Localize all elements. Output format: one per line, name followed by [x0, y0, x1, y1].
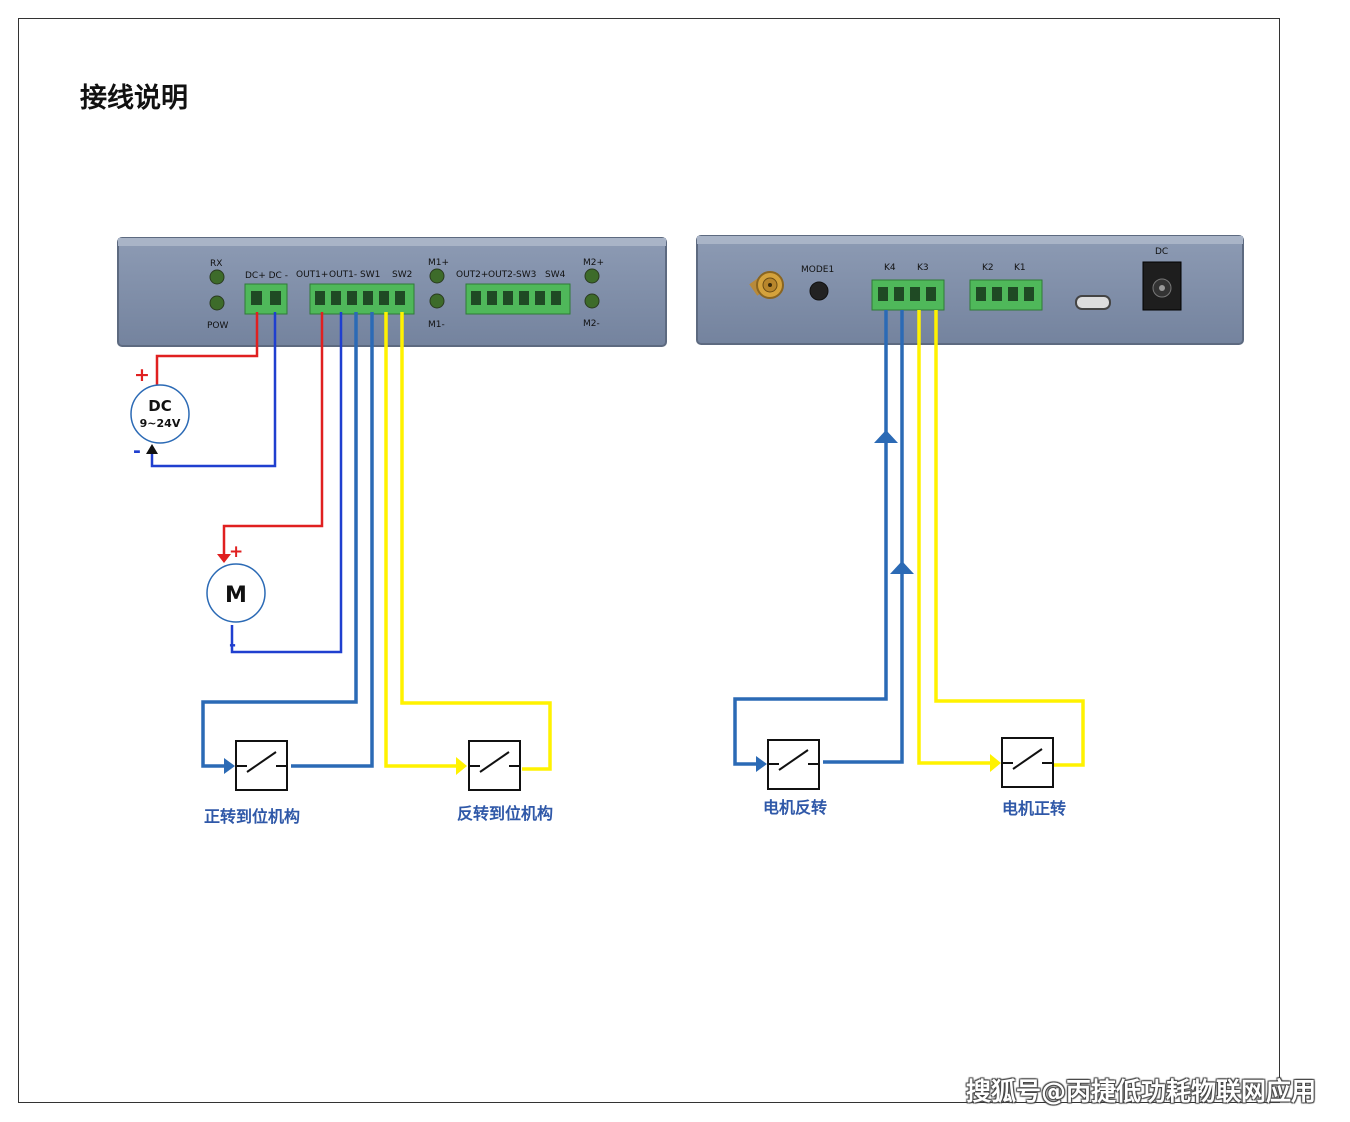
motor-minus-wire: [230, 312, 343, 654]
dc-power-source: DC 9~24V + -: [130, 364, 190, 462]
k4-up-arrow-icon: [874, 430, 898, 443]
motor-minus: -: [229, 635, 236, 655]
motor: M + -: [206, 542, 266, 655]
rx-label: RX: [210, 259, 222, 269]
forward-limit-label: 正转到位机构: [204, 807, 300, 826]
motor-plus: +: [229, 542, 243, 562]
antenna-connector-icon: [749, 271, 784, 299]
k4-wire-a: [733, 310, 888, 766]
reverse-limit-label: 反转到位机构: [457, 804, 553, 823]
page-title: 接线说明: [80, 83, 188, 114]
k4-wire-b: [823, 310, 904, 764]
m2p-label: M2+: [583, 258, 604, 268]
k4-k3-terminal-block: [871, 279, 945, 311]
watermark: 搜狐号@丙捷低功耗物联网应用: [965, 1077, 1316, 1106]
dc-source-plus: +: [134, 364, 150, 386]
sw2-wire-b: [400, 312, 552, 771]
m1m-led: [429, 293, 445, 309]
k3-label: K3: [917, 263, 929, 273]
dc-source-label: DC: [148, 397, 171, 415]
sw1-arrow-icon: [224, 758, 235, 774]
m2m-led: [584, 293, 600, 309]
motor-forward-arrow-icon: [990, 754, 1001, 772]
m1p-label: M1+: [428, 258, 449, 268]
pow-label: POW: [207, 321, 229, 331]
dc-terminal-block: [244, 283, 288, 315]
right-wiring: [733, 310, 1085, 767]
usb-c-port-icon: [1075, 295, 1111, 310]
dc-source-voltage: 9~24V: [140, 417, 181, 430]
motor-label: M: [225, 583, 247, 608]
motor-plus-wire: [222, 312, 324, 556]
sw1-wire-a: [201, 312, 358, 768]
motor-plus-arrow-icon: [217, 554, 231, 563]
dc-source-minus: -: [133, 440, 141, 462]
sw2-wire-a: [384, 312, 458, 768]
k4-label: K4: [884, 263, 896, 273]
motor-forward-label: 电机正转: [1002, 799, 1066, 818]
k3-wire-b: [934, 310, 1085, 767]
out1p-label: OUT1+: [296, 270, 328, 280]
dc-minus-wire: [150, 312, 277, 468]
m1m-label: M1-: [428, 320, 445, 330]
k3-wire-a: [917, 310, 992, 765]
motor-forward-switch: [1001, 737, 1054, 788]
k4b-up-arrow-icon: [890, 561, 914, 574]
out2m-label: OUT2-: [488, 270, 516, 280]
sw3-label: SW3: [516, 270, 536, 280]
sw4-label: SW4: [545, 270, 566, 280]
k1-label: K1: [1014, 263, 1026, 273]
left-wiring: [150, 312, 552, 771]
dc-jack-icon: [1142, 261, 1182, 311]
reverse-limit-switch: [468, 740, 521, 791]
dc-jack-label: DC: [1155, 247, 1168, 257]
pow-led: [209, 295, 225, 311]
out1m-label: OUT1-: [329, 270, 357, 280]
rx-led: [209, 269, 225, 285]
k2-label: K2: [982, 263, 994, 273]
out2-sw-terminal-block: [465, 283, 571, 315]
sw2-label: SW2: [392, 270, 412, 280]
motor-reverse-label: 电机反转: [763, 798, 827, 817]
sw1-wire-b: [291, 312, 374, 768]
sw2-arrow-icon: [456, 757, 467, 775]
forward-limit-switch: [235, 740, 288, 791]
k2-k1-terminal-block: [969, 279, 1043, 311]
out2p-label: OUT2+: [456, 270, 488, 280]
left-device-panel: RX POW DC+ DC - OUT1+ OUT1- SW1 SW2 M1+ …: [117, 237, 667, 347]
mode-label: MODE1: [801, 265, 834, 275]
motor-reverse-arrow-icon: [756, 756, 767, 772]
motor-reverse-switch: [767, 739, 820, 790]
mode-button-icon: [809, 281, 829, 301]
dc-plus-wire: [155, 312, 259, 388]
diagram-frame: [18, 18, 1280, 1103]
m2m-label: M2-: [583, 319, 600, 329]
m2p-led: [584, 268, 600, 284]
out1-sw-terminal-block: [309, 283, 415, 315]
m1p-led: [429, 268, 445, 284]
right-device-panel: MODE1 K4 K3 K2 K1 DC: [696, 235, 1244, 345]
sw1-label: SW1: [360, 270, 380, 280]
dc-terminal-label: DC+ DC -: [245, 271, 288, 281]
dc-minus-arrow-icon: [146, 444, 158, 454]
